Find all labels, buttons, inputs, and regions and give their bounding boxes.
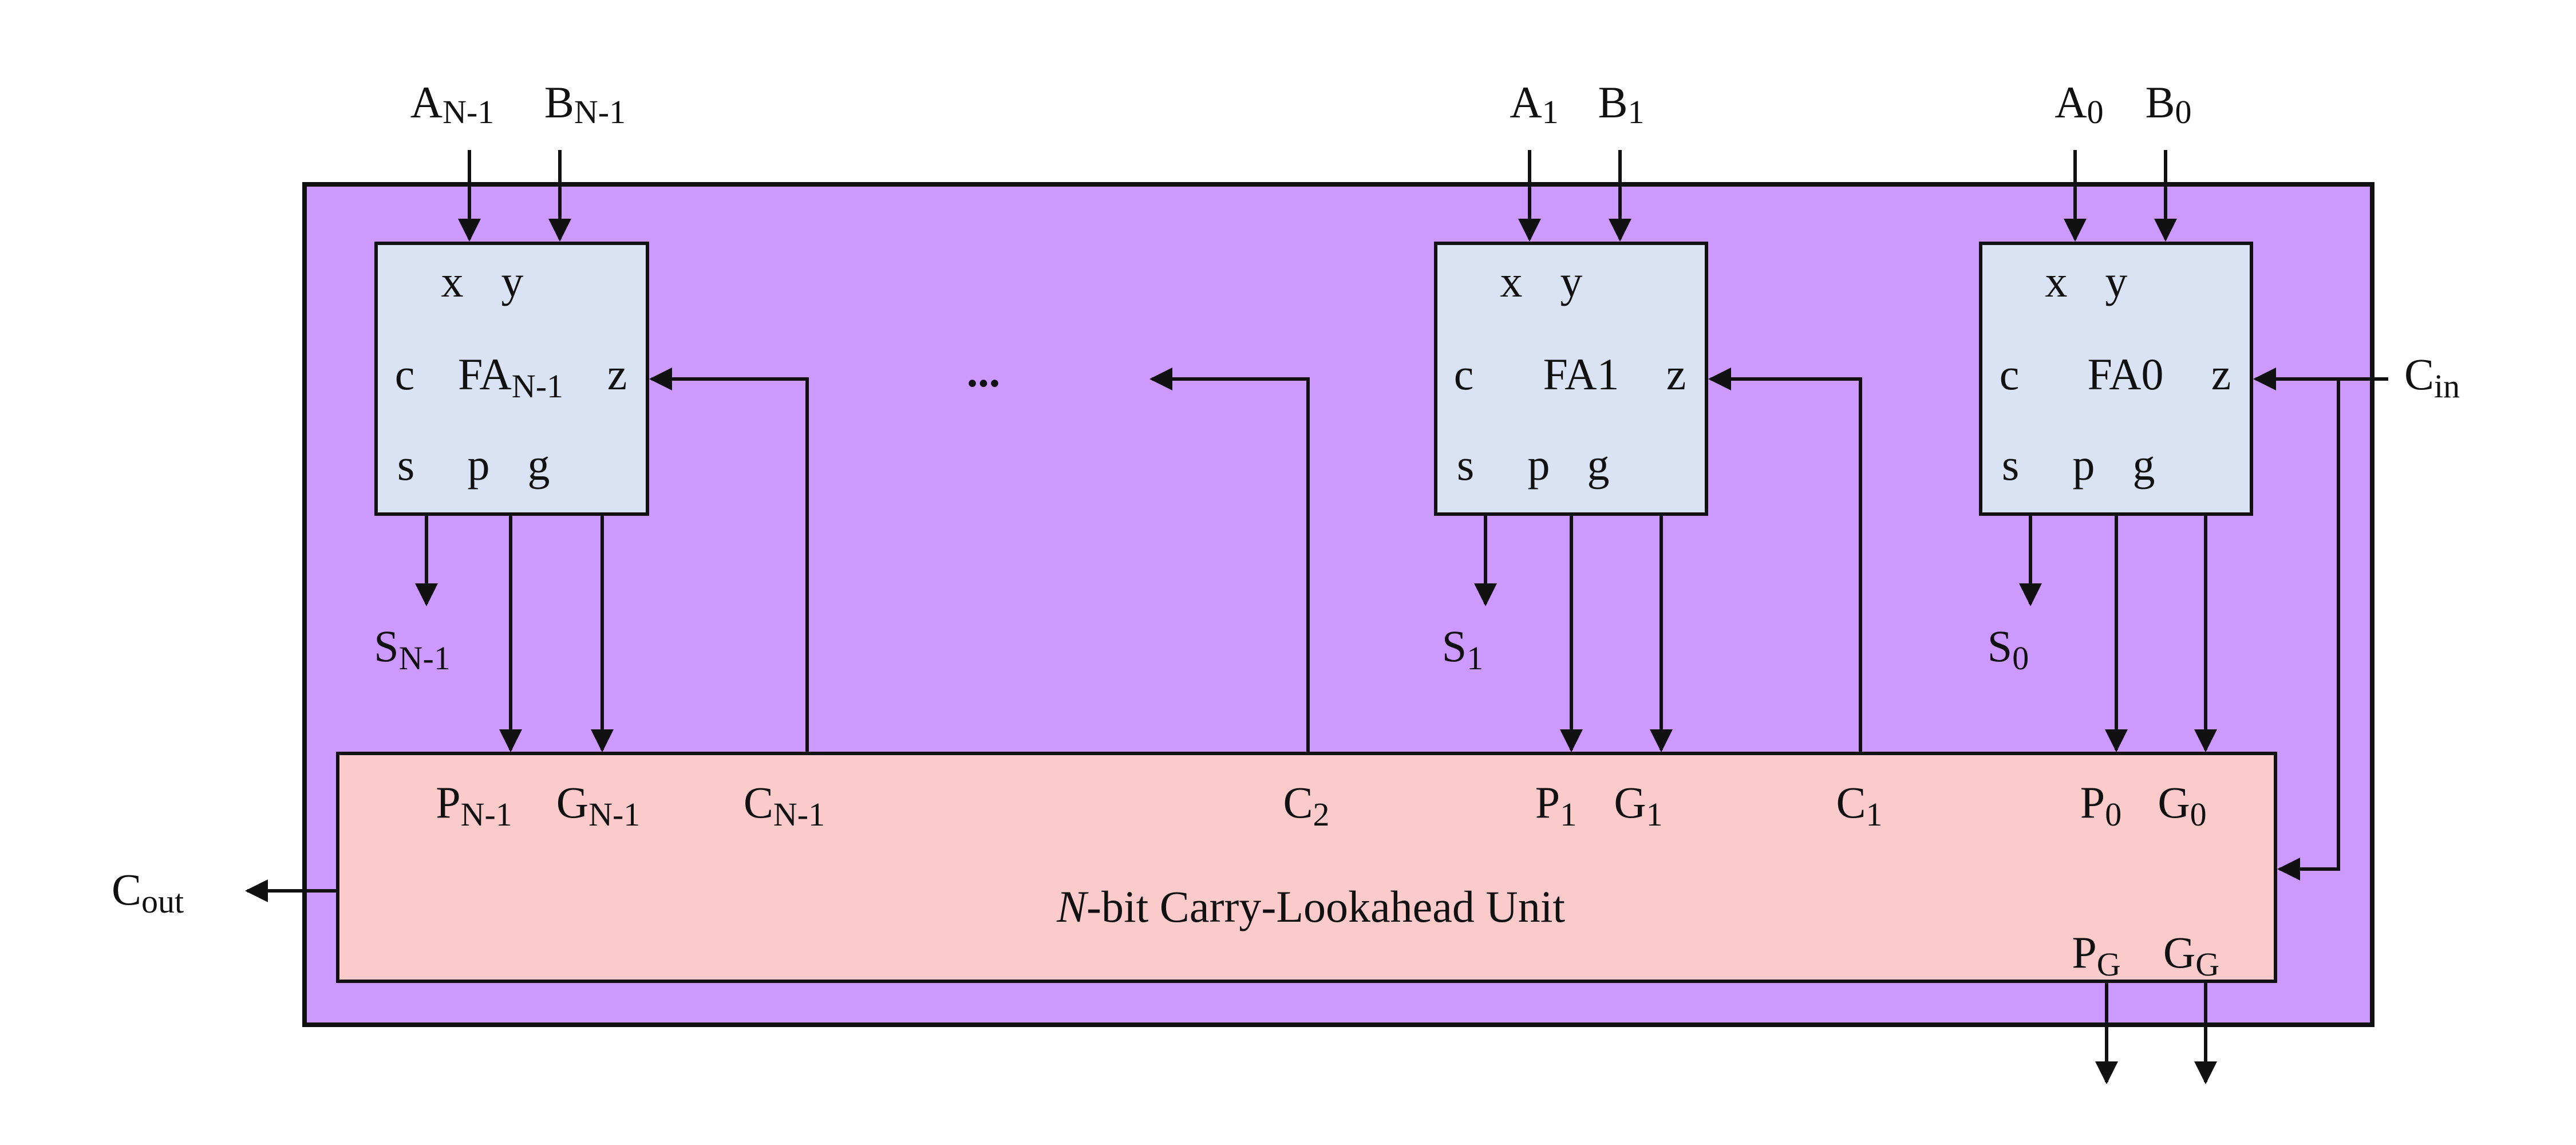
cla-port-p0: P0 (2080, 777, 2121, 833)
fa0-p-port: p (2073, 440, 2095, 489)
fa-n1-s-port: s (397, 440, 414, 489)
fa0-g-port: g (2133, 440, 2155, 489)
cla-port-p-n1: PN-1 (436, 777, 512, 833)
ellipsis: ... (967, 346, 1001, 396)
fa1-c-port: c (1454, 349, 1474, 399)
input-a-n1: AN-1 (410, 77, 495, 131)
cla-port-g-n1: GN-1 (556, 777, 641, 833)
fa0-x-port: x (2045, 256, 2068, 306)
fa0-y-port: y (2105, 256, 2128, 306)
full-adder-n1 (374, 242, 649, 516)
cla-port-pg: PG (2072, 927, 2120, 983)
input-a-1: A1 (1510, 77, 1558, 131)
cla-port-g0: G0 (2158, 777, 2206, 833)
fa-n1-p-port: p (468, 440, 490, 489)
carry-out-label: Cout (112, 864, 184, 920)
fa0-name: FA0 (2088, 349, 2164, 399)
fa1-name: FA1 (1543, 349, 1619, 399)
fa-n1-y-port: y (501, 256, 524, 306)
sum-output-0: S0 (1988, 621, 2029, 677)
input-a-0: A0 (2055, 77, 2103, 131)
input-b-1: B1 (1598, 77, 1644, 131)
fa0-s-port: s (2002, 440, 2019, 489)
fa-n1-z-port: z (607, 349, 627, 399)
cla-port-p1: P1 (1535, 777, 1577, 833)
wire-c-n1 (649, 368, 809, 753)
input-b-n1: BN-1 (544, 77, 626, 131)
input-c-in: Cin (2404, 349, 2460, 405)
sum-output-1: S1 (1442, 621, 1483, 677)
fa1-y-port: y (1560, 256, 1583, 306)
fa1-p-port: p (1528, 440, 1550, 489)
fa1-s-port: s (1457, 440, 1474, 489)
cla-port-g1: G1 (1614, 777, 1662, 833)
cla-port-c2: C2 (1283, 777, 1329, 833)
wire-c1 (1708, 368, 1862, 753)
fa1-x-port: x (1500, 256, 1523, 306)
carry-lookahead-unit (336, 752, 2277, 983)
fa-n1-c-port: c (395, 349, 415, 399)
fa0-c-port: c (2000, 349, 2020, 399)
sum-output-n1: SN-1 (374, 621, 451, 677)
cla-port-c-n1: CN-1 (744, 777, 825, 833)
full-adder-0 (1979, 242, 2253, 516)
cla-title: N-bit Carry-Lookahead Unit (1056, 882, 1565, 931)
fa-n1-x-port: x (441, 256, 464, 306)
input-b-0: B0 (2145, 77, 2191, 131)
fa-n1-g-port: g (528, 440, 550, 489)
fa1-g-port: g (1587, 440, 1610, 489)
wire-c-in-to-cla (2277, 379, 2340, 881)
wire-c2 (1149, 368, 1310, 753)
cla-port-gg: GG (2163, 927, 2219, 983)
fa1-z-port: z (1666, 349, 1686, 399)
fa0-z-port: z (2211, 349, 2231, 399)
fa-n1-name: FAN-1 (458, 349, 563, 405)
full-adder-1 (1434, 242, 1708, 516)
cla-port-c1: C1 (1836, 777, 1882, 833)
